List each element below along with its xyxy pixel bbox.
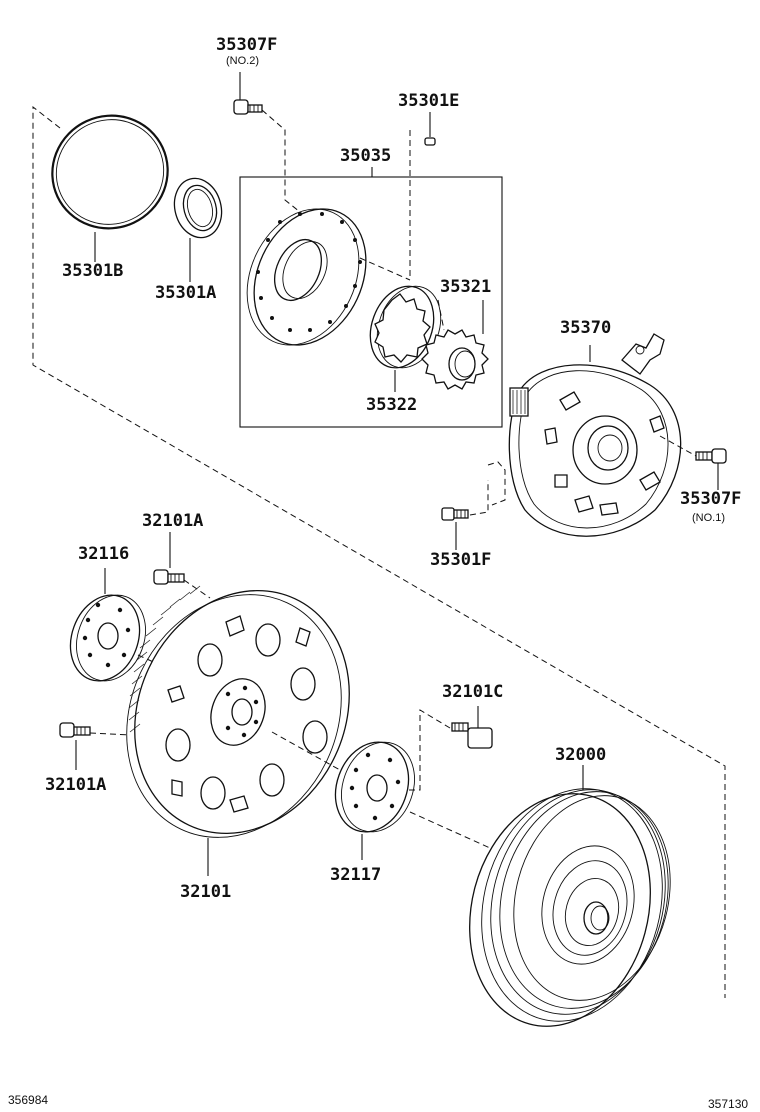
assembly-dashed-outline (32, 105, 726, 998)
label-32101C: 32101C (442, 682, 503, 702)
pin-35301E (409, 112, 436, 280)
spacer-plate-32116 (69, 568, 161, 682)
label-35370: 35370 (560, 318, 611, 338)
label-35301F: 35301F (430, 550, 491, 570)
o-ring-35301B (51, 114, 169, 262)
oil-seal-35301A (173, 177, 223, 282)
label-35307F-no2-note: (NO.2) (226, 55, 259, 67)
bolt-32101A-bottom (59, 722, 131, 770)
label-35322: 35322 (366, 395, 417, 415)
drive-gear-35321 (421, 299, 489, 390)
spacer-plate-32117 (334, 741, 491, 860)
flex-plate-32101 (126, 585, 350, 876)
driven-gear-35322 (369, 285, 442, 392)
label-32117: 32117 (330, 865, 381, 885)
label-32101: 32101 (180, 882, 231, 902)
label-35321: 35321 (440, 277, 491, 297)
pump-cover-35370 (487, 333, 682, 537)
footer-right-code: 357130 (708, 1097, 748, 1111)
label-35301E: 35301E (398, 91, 459, 111)
part-labels: 35307F (NO.2) 35301E 35035 35301B 35301A… (45, 35, 741, 902)
label-32101A-bottom: 32101A (45, 775, 106, 795)
label-32101A-top: 32101A (142, 511, 203, 531)
bolt-32101C (405, 706, 493, 791)
label-32000: 32000 (555, 745, 606, 765)
label-35301B: 35301B (62, 261, 123, 281)
bolt-35301F (441, 480, 489, 550)
label-35301A: 35301A (155, 283, 216, 303)
bolt-35307F-no2 (233, 72, 301, 213)
label-35035: 35035 (340, 146, 391, 166)
label-35307F-no1-note: (NO.1) (692, 512, 725, 524)
pump-group-box (239, 167, 503, 428)
torque-converter-32000 (469, 765, 671, 1027)
label-35307F-no2: 35307F (216, 35, 277, 55)
footer-left-code: 356984 (8, 1093, 48, 1107)
pump-body-plate (246, 208, 411, 346)
bolt-35307F-no1 (659, 435, 727, 490)
label-35307F-no1: 35307F (680, 489, 741, 509)
label-32116: 32116 (78, 544, 129, 564)
bolt-32101A-top (153, 532, 211, 599)
